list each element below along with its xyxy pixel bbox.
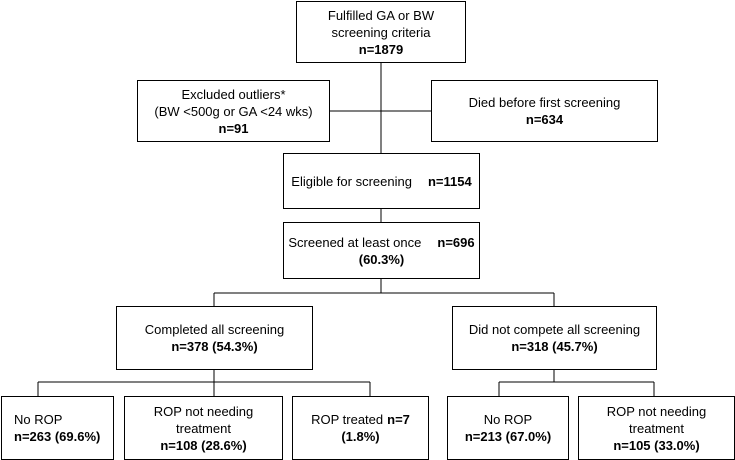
rop-nn-1-label: ROP not needing: [153, 403, 254, 419]
rop-nn-2-line2: treatment: [629, 420, 684, 436]
rop-nn-1-count: n=108 (28.6%): [160, 437, 247, 453]
fulfilled-line2: screening criteria: [331, 24, 431, 40]
fulfilled-line1: Fulfilled GA or BW: [327, 7, 435, 23]
box-not-completed-screening: Did not compete all screening n=318 (45.…: [452, 306, 657, 370]
completed-count: n=378 (54.3%): [171, 339, 258, 354]
not-completed-label: Did not compete all screening: [468, 322, 641, 337]
excluded-line2: (BW <500g or GA <24 wks): [154, 103, 313, 119]
box-completed-screening: Completed all screening n=378 (54.3%): [116, 306, 313, 370]
treated-count: n=7: [387, 412, 410, 427]
completed-label: Completed all screening: [144, 322, 285, 337]
screened-label: Screened at least once: [288, 234, 422, 250]
no-rop-2-count: n=213 (67.0%): [464, 429, 552, 444]
eligible-label: Eligible for screening: [291, 173, 412, 189]
treated-row: ROP treated n=7: [311, 411, 410, 428]
died-line1: Died before first screening: [468, 95, 621, 110]
box-rop-not-needing-completed: ROP not needing treatment n=108 (28.6%): [124, 396, 283, 460]
box-no-rop-not-completed: No ROP n=213 (67.0%): [447, 396, 569, 460]
box-rop-treated: ROP treated n=7 (1.8%): [292, 396, 429, 460]
no-rop-1-label: No ROP: [14, 412, 63, 427]
excluded-line1: Excluded outliers*: [181, 86, 286, 102]
eligible-row: Eligible for screening n=1154: [291, 173, 471, 190]
screened-count: n=696: [437, 234, 475, 250]
rop-nn-1-line2: treatment: [176, 420, 231, 436]
box-rop-not-needing-not-completed: ROP not needing treatment n=105 (33.0%): [578, 396, 735, 460]
eligible-count: n=1154: [427, 173, 472, 189]
fulfilled-count: n=1879: [358, 41, 404, 57]
rop-nn-2-count: n=105 (33.0%): [613, 437, 700, 453]
rop-nn-2-label: ROP not needing: [606, 403, 707, 419]
box-eligible: Eligible for screening n=1154: [283, 153, 480, 209]
no-rop-1-count: n=263 (69.6%): [14, 429, 101, 444]
screened-percent: (60.3%): [358, 251, 405, 267]
box-died-before-screening: Died before first screening n=634: [431, 80, 658, 142]
not-completed-count: n=318 (45.7%): [511, 339, 598, 354]
treated-percent: (1.8%): [341, 429, 380, 444]
no-rop-2-label: No ROP: [483, 412, 533, 427]
box-no-rop-completed: No ROP n=263 (69.6%): [1, 396, 114, 460]
treated-label: ROP treated: [311, 412, 384, 427]
excluded-count: n=91: [218, 120, 249, 136]
screened-row: Screened at least once n=696: [288, 234, 474, 251]
box-excluded-outliers: Excluded outliers* (BW <500g or GA <24 w…: [137, 80, 330, 142]
box-fulfilled-criteria: Fulfilled GA or BW screening criteria n=…: [296, 1, 466, 63]
died-count: n=634: [525, 112, 564, 127]
box-screened-once: Screened at least once n=696 (60.3%): [283, 222, 480, 279]
